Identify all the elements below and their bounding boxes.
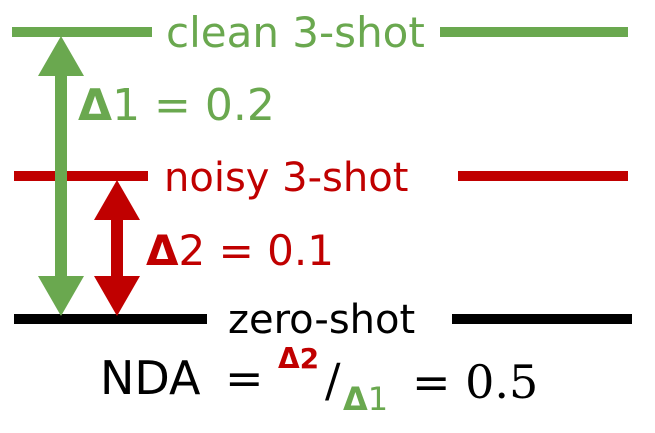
- clean-level-label: clean 3-shot: [166, 8, 425, 57]
- delta1-value: 1 = 0.2: [112, 80, 275, 131]
- delta1-arrow: [38, 36, 84, 316]
- zero-level-label: zero-shot: [228, 297, 416, 343]
- formula-lhs: NDA: [100, 351, 201, 405]
- noisy-level-label: noisy 3-shot: [164, 155, 409, 201]
- delta2-value: 2 = 0.1: [178, 226, 334, 275]
- delta2-label: Δ2 = 0.1: [146, 230, 334, 272]
- delta2-symbol: Δ: [146, 226, 179, 275]
- denominator-symbol: Δ: [343, 380, 368, 418]
- numerator-symbol: Δ: [278, 342, 300, 375]
- numerator-index: 2: [299, 342, 320, 375]
- formula-result: = 0.5: [412, 355, 539, 409]
- formula-slash: /: [325, 353, 341, 407]
- formula-numerator: Δ2: [278, 345, 319, 373]
- formula-equals: =: [225, 351, 264, 405]
- delta1-symbol: Δ: [78, 80, 113, 131]
- delta2-arrow: [94, 180, 140, 316]
- delta1-label: Δ1 = 0.2: [78, 84, 275, 128]
- formula-denominator: Δ1: [343, 383, 388, 415]
- denominator-index: 1: [367, 380, 389, 418]
